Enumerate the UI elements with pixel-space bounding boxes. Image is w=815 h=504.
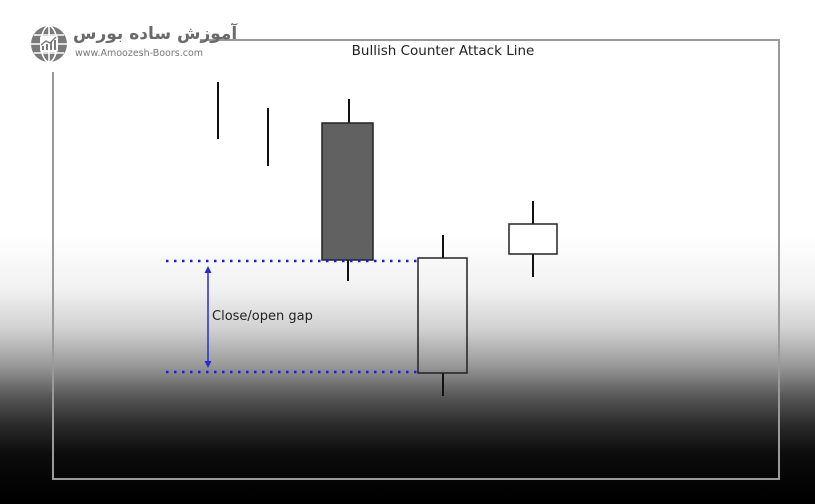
frame-left-line xyxy=(52,72,54,480)
gap-double-arrow xyxy=(204,266,212,368)
candle-5-bullish xyxy=(508,201,558,277)
frame-top-line xyxy=(200,39,780,41)
chart-title: Bullish Counter Attack Line xyxy=(351,43,535,59)
gap-label: Close/open gap xyxy=(212,309,313,324)
candle-4-bullish xyxy=(417,235,468,396)
frame-bottom-line xyxy=(52,478,780,480)
brand-name: آموزش ساده بورس xyxy=(73,24,238,44)
brand-logo[interactable]: آموزش ساده بورس www.Amoozesh-Boors.com xyxy=(29,24,237,66)
brand-url: www.Amoozesh-Boors.com xyxy=(75,48,204,59)
candle-3-bearish xyxy=(321,99,374,281)
frame-right-line xyxy=(778,39,780,480)
globe-chart-icon xyxy=(31,25,67,63)
